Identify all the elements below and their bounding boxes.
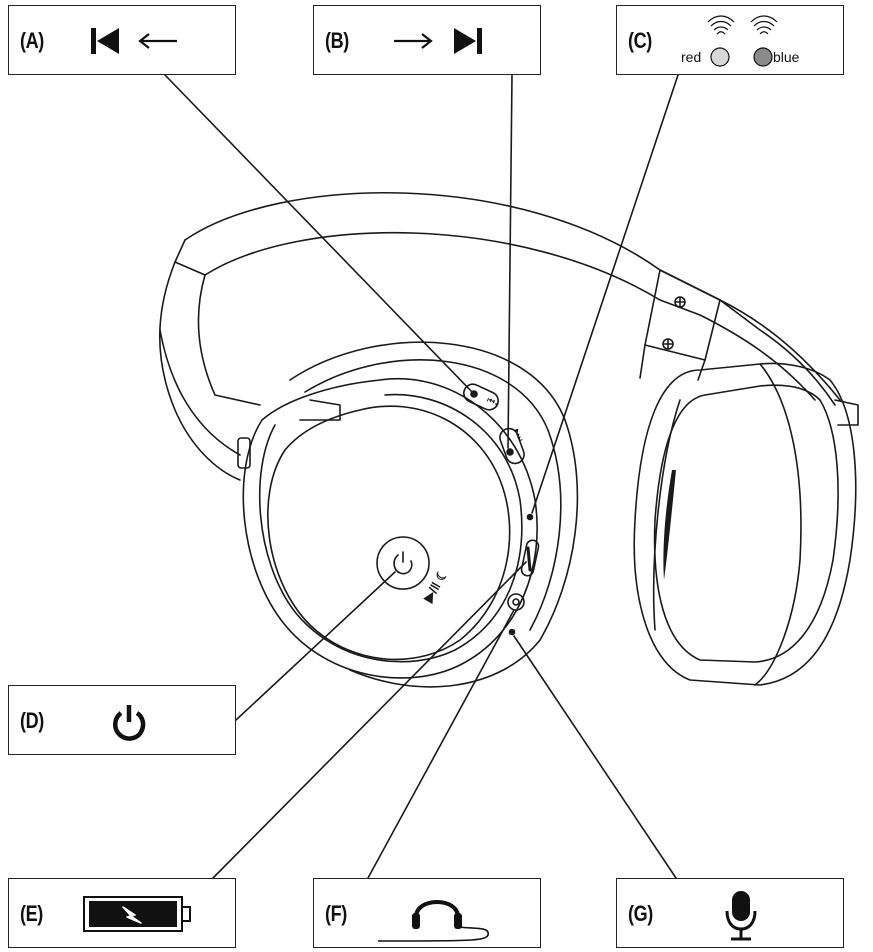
callout-b: (B): [313, 5, 541, 75]
svg-text:⏮◂: ⏮◂: [485, 395, 500, 409]
led-dot: [526, 513, 534, 521]
callout-e: (E): [8, 878, 236, 948]
blue-led: [753, 47, 773, 67]
button-a: [463, 383, 499, 411]
leader-f: [367, 609, 515, 879]
callout-a-label: (A): [20, 28, 44, 53]
left-slider: [159, 261, 241, 481]
button-b: [499, 427, 525, 465]
callout-c: (C) red blue: [616, 5, 844, 75]
battery-charging-icon: [83, 896, 191, 932]
microphone-icon: [725, 891, 757, 941]
leader-a: [164, 74, 475, 395]
callout-b-label: (B): [325, 28, 349, 53]
leader-e: [212, 561, 527, 879]
callout-g: (G): [616, 878, 844, 948]
next-track-icon: [394, 28, 482, 54]
charging-port: [520, 539, 540, 577]
right-earcup: [633, 362, 857, 686]
callout-g-label: (G): [628, 901, 653, 926]
callout-d-label: (D): [20, 708, 44, 733]
previous-track-icon: [91, 28, 177, 54]
leader-c: [531, 74, 679, 514]
callout-e-label: (E): [20, 901, 43, 926]
callout-a: (A): [8, 5, 236, 75]
left-earcup-shell: [289, 341, 579, 688]
blue-led-label: blue: [773, 49, 800, 65]
right-hinge: [644, 269, 721, 361]
left-earpad: [242, 378, 538, 679]
left-earcup-face: [267, 405, 511, 661]
leader-b: [507, 74, 513, 449]
mic-dot: [508, 628, 516, 636]
leader-d: [235, 571, 396, 721]
svg-text:▶/‖ ☾: ▶/‖ ☾: [420, 566, 451, 605]
callout-d: (D): [8, 685, 236, 755]
red-led-label: red: [681, 49, 702, 65]
headphone-cable-icon: [378, 900, 489, 942]
callout-f: (F): [313, 878, 541, 948]
power-button: [376, 536, 430, 590]
led-indicator-icon: [707, 15, 778, 67]
red-led: [710, 47, 730, 67]
headband-outer: [184, 192, 841, 401]
headband-inner: [204, 232, 816, 401]
leader-g: [513, 635, 677, 879]
audio-jack: [507, 593, 525, 611]
callout-f-label: (F): [325, 901, 347, 926]
svg-text:▸⏭: ▸⏭: [512, 427, 526, 442]
power-icon: [113, 705, 146, 741]
right-earcup-pad: [663, 470, 676, 580]
callout-c-label: (C): [628, 28, 652, 53]
